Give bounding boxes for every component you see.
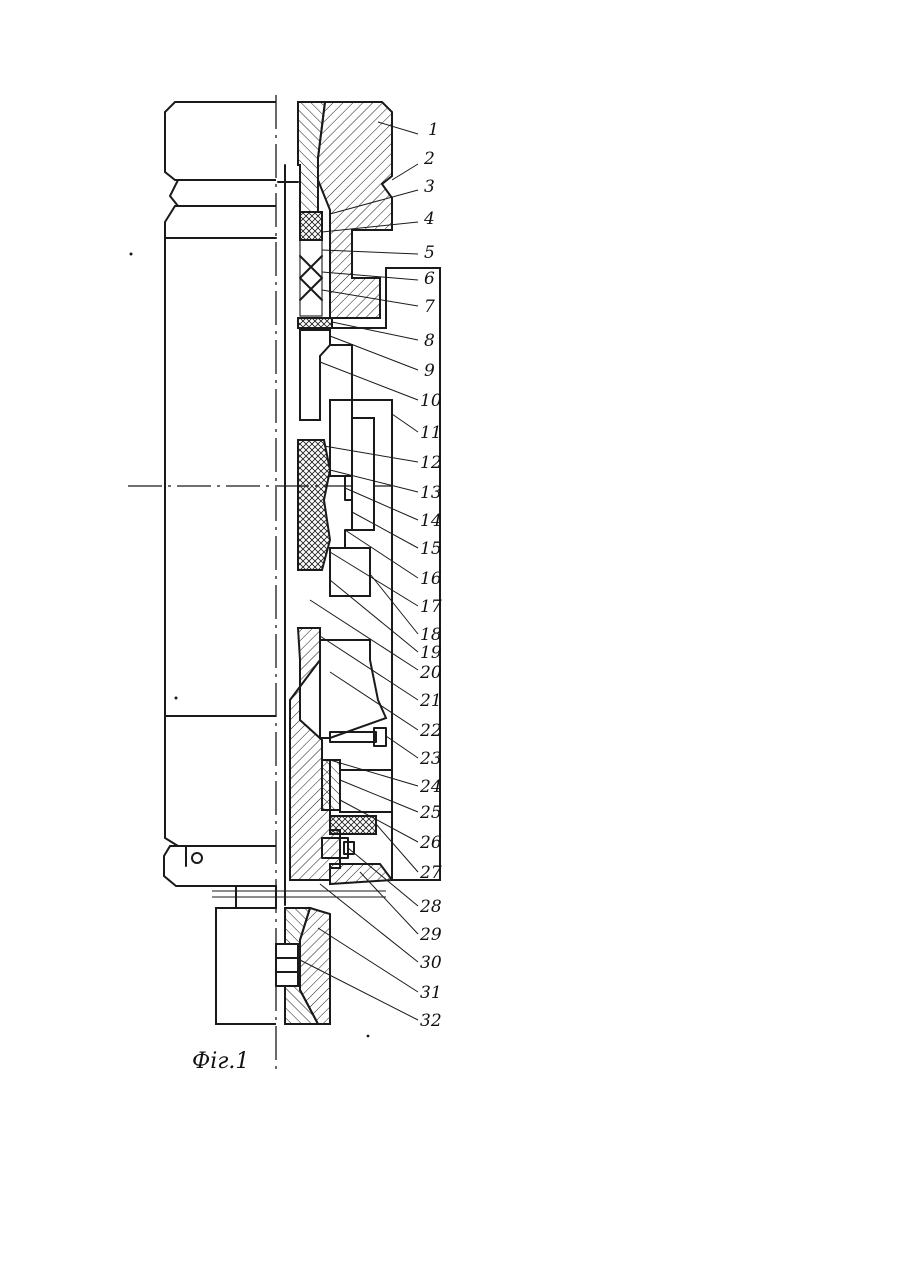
external-view [130,102,277,1024]
part-v-seals [300,256,322,300]
label-14: 14 [420,511,442,531]
part-upper-cone [320,640,386,738]
label-8: 8 [424,331,435,351]
part-bottom-housing [330,864,392,884]
top-coupling [165,102,276,180]
part-ring [298,318,332,328]
label-7: 7 [424,297,435,317]
label-29: 29 [419,925,442,945]
label-26: 26 [419,833,442,853]
part-slip-body [330,400,352,476]
main-body [165,206,276,716]
label-11: 11 [420,423,442,443]
label-22: 22 [419,721,442,741]
label-24: 24 [419,777,442,797]
label-20: 20 [419,663,442,683]
label-25: 25 [419,803,442,823]
cross-section [276,102,440,1024]
part-bit-block [276,944,298,986]
part-lock-ring [330,816,376,834]
label-27: 27 [419,863,442,883]
part-top-sub [318,102,392,318]
label-4: 4 [423,209,435,229]
label-31: 31 [420,983,442,1003]
bottom-bit [216,908,276,1024]
lower-body [165,716,276,846]
label-10: 10 [420,391,442,411]
label-21: 21 [419,691,442,711]
label-19: 19 [420,643,442,663]
label-23: 23 [419,749,442,769]
figure-caption: Фiг.1 [192,1049,249,1074]
label-30: 30 [420,953,442,973]
bottom-flange [164,846,276,886]
label-16: 16 [420,569,442,589]
label-15: 15 [420,539,442,559]
label-5: 5 [424,243,435,263]
label-18: 18 [420,625,442,645]
part-seal-pack [300,212,322,240]
part-sleeve-cross [298,440,330,570]
label-12: 12 [420,453,442,473]
label-9: 9 [424,361,435,381]
part-spring [322,760,340,810]
part-labels: 1 2 3 4 5 6 7 8 9 10 11 12 13 14 15 16 1… [419,120,442,1031]
part-slip-insert [352,418,374,530]
label-1: 1 [428,120,439,140]
label-3: 3 [424,177,435,197]
neck [170,180,276,206]
label-6: 6 [424,269,435,289]
part-mandrel [300,330,330,420]
label-17: 17 [420,597,442,617]
label-13: 13 [420,483,442,503]
label-32: 32 [420,1011,442,1031]
label-28: 28 [419,897,442,917]
label-2: 2 [423,149,435,169]
